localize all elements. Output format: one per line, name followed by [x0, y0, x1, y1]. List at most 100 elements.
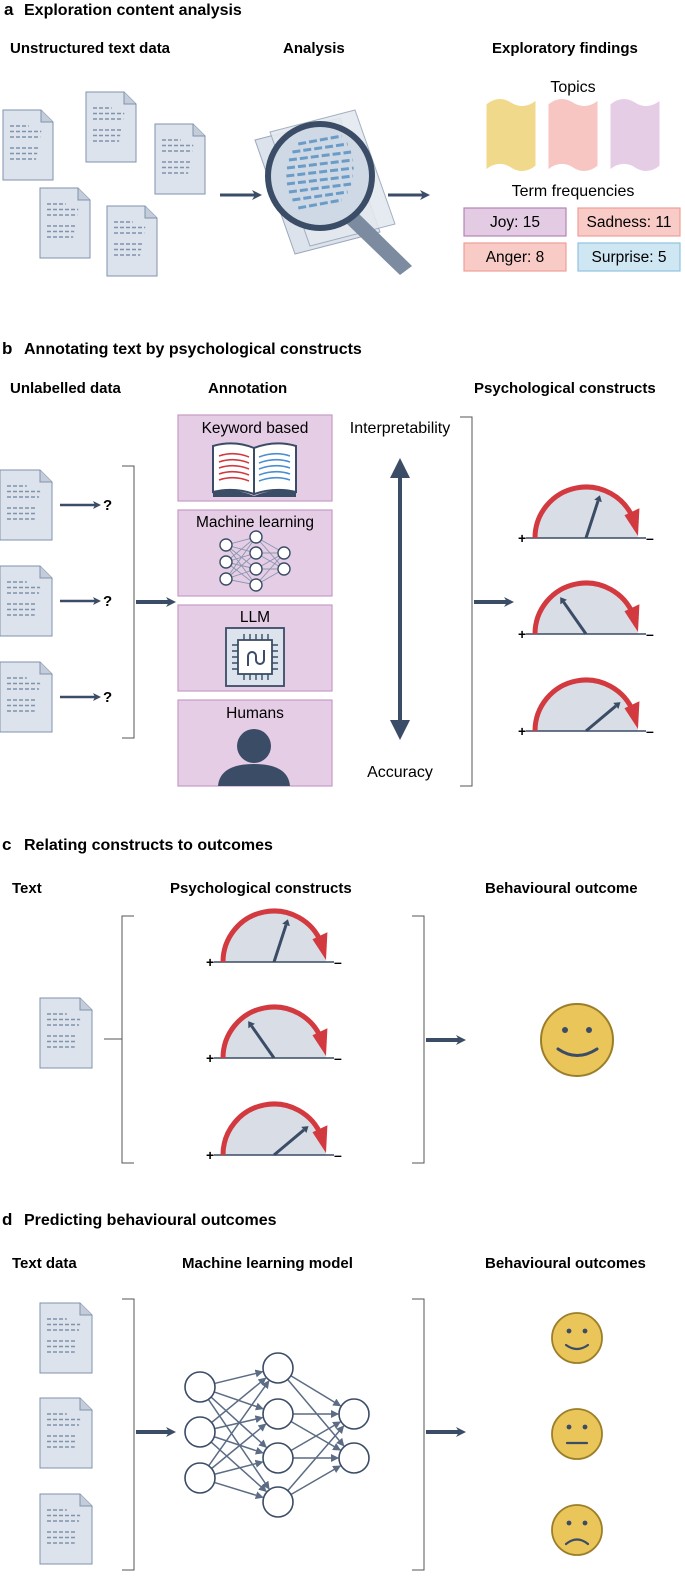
method-label-llm: LLM — [240, 609, 270, 626]
panel-d-title: Predicting behavioural outcomes — [24, 1212, 277, 1229]
panel-b-col3-heading: Psychological constructs — [474, 380, 656, 397]
document-icon — [39, 1493, 93, 1565]
term-frequency-label: Sadness: 11 — [586, 214, 671, 231]
bracket-left — [122, 1298, 135, 1571]
text-documents — [39, 1302, 93, 1565]
term-frequency-box: Anger: 8 — [463, 242, 567, 272]
gauge-icon: +– — [206, 908, 342, 970]
panel-b-col1-heading: Unlabelled data — [10, 380, 122, 397]
gauge-icon: +– — [518, 677, 654, 739]
network-node — [338, 1398, 370, 1430]
panel-a-title: Exploration content analysis — [24, 2, 242, 19]
unstructured-documents — [2, 91, 206, 277]
gauge-plus-label: + — [206, 1050, 214, 1066]
gauge-plus-label: + — [518, 723, 526, 739]
panel-b-col2-heading: Annotation — [208, 380, 287, 397]
construct-gauges: +–+–+– — [518, 484, 654, 739]
gauge-minus-label: – — [334, 1147, 342, 1163]
network-node — [262, 1442, 294, 1474]
topic-banner — [609, 98, 661, 172]
unlabelled-documents — [0, 469, 53, 733]
panel-a-letter: a — [4, 0, 14, 19]
panel-d-col2-heading: Machine learning model — [182, 1255, 353, 1272]
term-frequency-label: Joy: 15 — [490, 214, 540, 231]
interpretability-accuracy-axis — [390, 458, 410, 740]
document-icon — [154, 123, 206, 195]
text-document — [39, 997, 93, 1069]
question-mark: ? — [103, 497, 112, 514]
topic-banner — [485, 98, 537, 172]
term-frequencies-label: Term frequencies — [512, 183, 635, 200]
person-icon — [218, 729, 290, 786]
gauge-minus-label: – — [646, 626, 654, 642]
question-mark: ? — [103, 689, 112, 706]
panel-d-col3-heading: Behavioural outcomes — [485, 1255, 646, 1272]
annotation-methods: Keyword based Machine learning LLM Human… — [177, 414, 333, 787]
network-node — [184, 1416, 216, 1448]
sad-face-icon — [551, 1504, 603, 1556]
gauge-minus-label: – — [646, 530, 654, 546]
magnifier-icon — [254, 109, 412, 275]
neutral-face-icon — [551, 1408, 603, 1460]
panel-b-title: Annotating text by psychological constru… — [24, 341, 362, 358]
question-arrows: ? ? ? — [60, 497, 112, 706]
gauge-minus-label: – — [334, 954, 342, 970]
bracket-left — [122, 465, 135, 739]
panel-c-col1-heading: Text — [12, 880, 42, 897]
document-icon — [39, 997, 93, 1069]
gauge-icon: +– — [518, 484, 654, 546]
lens-text-lines — [286, 134, 354, 210]
topic-banners — [485, 98, 661, 172]
term-frequency-boxes: Joy: 15 Sadness: 11 Anger: 8 Surprise: 5 — [463, 207, 681, 272]
panel-c-col2-heading: Psychological constructs — [170, 880, 352, 897]
gauge-minus-label: – — [334, 1050, 342, 1066]
term-frequency-label: Surprise: 5 — [592, 249, 667, 266]
panel-b-letter: b — [2, 339, 12, 358]
gauge-plus-label: + — [206, 954, 214, 970]
document-icon — [39, 1397, 93, 1469]
book-icon — [212, 442, 297, 497]
document-icon — [106, 205, 158, 277]
bracket-right — [412, 1298, 425, 1571]
method-label-keyword: Keyword based — [202, 420, 309, 437]
document-icon — [39, 187, 91, 259]
method-label-humans: Humans — [226, 705, 284, 722]
panel-c-letter: c — [2, 835, 11, 854]
panel-a: a Exploration content analysis Unstructu… — [2, 0, 681, 277]
bracket-left — [121, 915, 134, 1164]
panel-a-col3-heading: Exploratory findings — [492, 40, 638, 57]
accuracy-label: Accuracy — [367, 764, 433, 781]
gauge-icon: +– — [206, 1004, 342, 1066]
panel-a-col2-heading: Analysis — [283, 40, 345, 57]
panel-a-col1-heading: Unstructured text data — [10, 40, 171, 57]
chip-icon — [225, 627, 285, 687]
term-frequency-box: Surprise: 5 — [577, 242, 681, 272]
term-frequency-box: Joy: 15 — [463, 207, 567, 237]
panel-c-title: Relating constructs to outcomes — [24, 837, 273, 854]
document-icon — [2, 109, 54, 181]
document-icon — [0, 469, 53, 541]
bracket-right — [460, 416, 473, 787]
document-icon — [0, 661, 53, 733]
network-node — [262, 1398, 294, 1430]
panel-c-col3-heading: Behavioural outcome — [485, 880, 638, 897]
neural-network-model — [184, 1352, 370, 1518]
topics-label: Topics — [550, 79, 595, 96]
panel-c: c Relating constructs to outcomes Text P… — [2, 835, 638, 1164]
network-node — [262, 1352, 294, 1384]
gauge-icon: +– — [206, 1101, 342, 1163]
network-node — [262, 1486, 294, 1518]
happy-face-icon — [551, 1312, 603, 1364]
document-icon — [0, 565, 53, 637]
neural-network-icon — [219, 530, 291, 592]
network-node — [338, 1442, 370, 1474]
document-icon — [85, 91, 137, 163]
document-icon — [39, 1302, 93, 1374]
topic-banner — [547, 98, 599, 172]
panel-d: d Predicting behavioural outcomes Text d… — [2, 1210, 646, 1571]
construct-gauges: +–+–+– — [206, 908, 342, 1163]
panel-b: b Annotating text by psychological const… — [0, 339, 656, 787]
gauge-plus-label: + — [518, 626, 526, 642]
gauge-plus-label: + — [206, 1147, 214, 1163]
gauge-plus-label: + — [518, 530, 526, 546]
